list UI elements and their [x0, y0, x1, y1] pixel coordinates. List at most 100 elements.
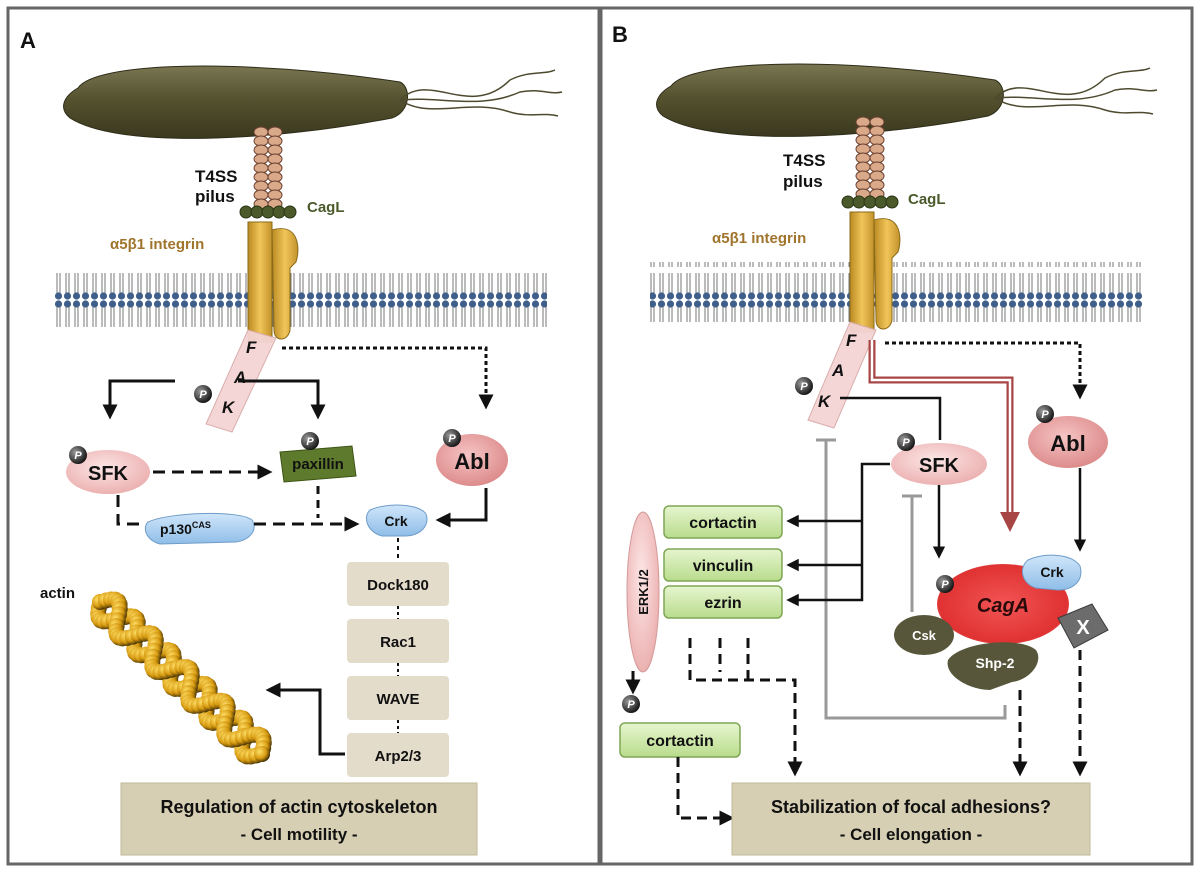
phospho-icon — [69, 446, 87, 464]
sfk-label-b: SFK — [919, 455, 960, 477]
outcome-a-line2: - Cell motility - — [240, 825, 357, 844]
phospho-icon — [1036, 405, 1054, 423]
phospho-icon — [443, 429, 461, 447]
cascade-label: Arp2/3 — [375, 748, 422, 765]
sfk-node-b — [891, 443, 987, 485]
target-label: vinculin — [693, 558, 753, 575]
abl-label: Abl — [454, 449, 489, 474]
fak-f: F — [246, 338, 257, 357]
shp2-label: Shp-2 — [976, 655, 1015, 671]
cagl-bead — [272, 205, 286, 219]
cascade-box — [347, 733, 449, 777]
actin-bead — [254, 746, 270, 762]
cagl-bead — [885, 195, 899, 209]
actin-label: actin — [40, 585, 75, 602]
phospho-label: P — [627, 699, 635, 711]
fak-a: A — [233, 368, 246, 387]
integrin-b — [849, 211, 901, 333]
erk-label: ERK1/2 — [636, 569, 651, 615]
phospho-icon — [936, 575, 954, 593]
crk-label-b: Crk — [1040, 564, 1064, 580]
actin-filament — [90, 591, 272, 765]
panel-a-letter: A — [20, 28, 36, 53]
sfk-label: SFK — [88, 463, 129, 485]
phospho-label: P — [74, 450, 82, 462]
cagl-beads — [239, 205, 297, 219]
caga-delivery-arrow — [868, 340, 1020, 532]
panel-b-letter: B — [612, 22, 628, 47]
phospho-label: P — [800, 381, 808, 393]
target-label: ezrin — [704, 595, 741, 612]
pilus-label: pilus — [195, 187, 235, 206]
cagl-bead — [261, 205, 275, 219]
phospho-icon — [301, 432, 319, 450]
target-box — [663, 505, 783, 539]
cagl-label: CagL — [307, 199, 345, 216]
p130-node — [144, 512, 255, 545]
target-box — [663, 585, 783, 619]
csk-label: Csk — [912, 628, 937, 643]
phospho-label: P — [902, 437, 910, 449]
target-box — [663, 548, 783, 582]
outcome-b-line2: - Cell elongation - — [840, 825, 983, 844]
crk-node — [366, 504, 428, 537]
abl-node-b — [1028, 416, 1108, 468]
fak-b: F A K — [807, 321, 877, 429]
panel-b: B T4SS pilus CagL α5β1 integrin F A K — [612, 22, 1158, 856]
phospho-label: P — [941, 579, 949, 591]
x-label: X — [1076, 617, 1090, 639]
fak-b-k: K — [818, 392, 832, 411]
outcome-b-line1: Stabilization of focal adhesions? — [771, 797, 1051, 817]
cagl-beads-b — [841, 195, 899, 209]
phospho-label: P — [1041, 409, 1049, 421]
phospho-label: P — [448, 433, 456, 445]
fak-b-f: F — [846, 331, 857, 350]
crk-label: Crk — [384, 513, 408, 529]
phospho-icon — [897, 433, 915, 451]
integrin-label-b: α5β1 integrin — [712, 230, 806, 247]
phospho-icon — [194, 385, 212, 403]
fak-k: K — [222, 398, 236, 417]
caga-label: CagA — [977, 595, 1029, 617]
erk-node: ERK1/2 — [626, 511, 660, 673]
cell-membrane — [55, 269, 547, 329]
cagl-label-b: CagL — [908, 191, 946, 208]
integrin-label: α5β1 integrin — [110, 236, 204, 253]
abl-label-b: Abl — [1050, 431, 1085, 456]
cagl-bead — [250, 205, 264, 219]
cortactin-p-label: cortactin — [646, 733, 714, 750]
cagl-bead — [874, 195, 888, 209]
pilus-label-b: pilus — [783, 172, 823, 191]
outcome-box-a — [120, 782, 478, 856]
cortactin-p-box — [619, 722, 741, 758]
bacterium — [63, 65, 563, 139]
integrin — [247, 221, 299, 343]
phospho-markers: P P P P P P P P P — [69, 377, 1054, 713]
phospho-icon — [795, 377, 813, 395]
cagl-bead — [852, 195, 866, 209]
csk-node — [894, 615, 954, 655]
fak-b-a: A — [831, 361, 844, 380]
cagl-bead — [239, 205, 253, 219]
cagl-bead — [283, 205, 297, 219]
cagl-bead — [863, 195, 877, 209]
phospho-label: P — [199, 389, 207, 401]
crk-node-b — [1021, 554, 1082, 591]
cascade-label: WAVE — [376, 691, 419, 708]
phospho-label: P — [306, 436, 314, 448]
p130-label: p130CAS — [160, 520, 211, 537]
t4ss-pilus-b — [855, 116, 885, 200]
target-boxes: cortactin vinculin ezrin — [663, 505, 783, 619]
abl-node — [436, 434, 508, 486]
target-label: cortactin — [689, 515, 757, 532]
cascade-label: Rac1 — [380, 634, 416, 651]
t4ss-label: T4SS — [195, 167, 238, 186]
t4ss-pilus — [253, 126, 283, 210]
outcome-a-line1: Regulation of actin cytoskeleton — [160, 797, 437, 817]
x-node — [1057, 603, 1109, 649]
bacterium-b — [656, 63, 1158, 137]
cell-membrane-b — [650, 262, 1142, 322]
phospho-icon — [622, 695, 640, 713]
